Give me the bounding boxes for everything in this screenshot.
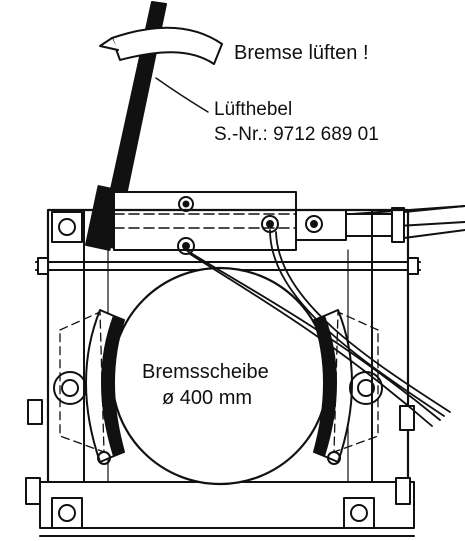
- adjustment-rods: [295, 205, 465, 243]
- brake-cables: [177, 215, 451, 427]
- release-direction-arrow-icon: [99, 26, 223, 65]
- release-lever: [85, 1, 167, 251]
- serial-number-label: S.-Nr.: 9712 689 01: [214, 124, 379, 145]
- lever-label: Lüfthebel: [214, 99, 293, 120]
- base-mounts: [25, 477, 411, 529]
- actuator-housing: [113, 191, 297, 251]
- left-brake-shoe: [27, 309, 125, 465]
- disc-diameter-label: ø 400 mm: [162, 387, 253, 409]
- brake-disc-label: Bremsscheibe: [142, 361, 269, 383]
- release-brake-instruction: Bremse lüften !: [234, 42, 369, 64]
- lever-leader-line: [155, 77, 209, 113]
